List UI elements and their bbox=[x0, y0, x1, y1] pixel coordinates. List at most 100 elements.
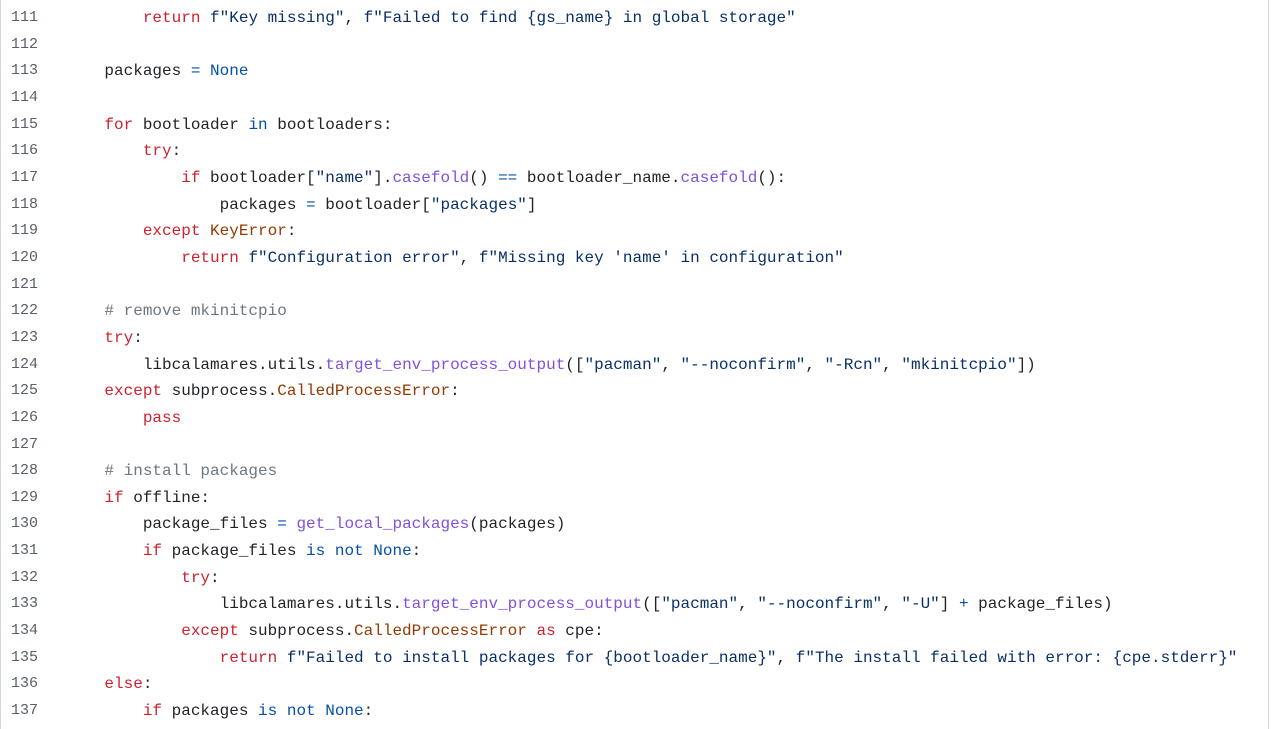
code-token: ([ bbox=[642, 595, 662, 614]
line-number[interactable]: 122 bbox=[11, 302, 39, 320]
code-token: ]. bbox=[373, 168, 393, 187]
code-token: if bbox=[142, 702, 163, 721]
code-token: "name" bbox=[315, 168, 374, 187]
code-line: 132 try: bbox=[1, 565, 1268, 592]
code-token: pass bbox=[142, 408, 182, 427]
line-number[interactable]: 132 bbox=[11, 568, 39, 586]
line-code: # install packages bbox=[66, 458, 1268, 485]
line-number[interactable]: 128 bbox=[11, 462, 39, 480]
code-token bbox=[66, 649, 220, 667]
line-number[interactable]: 125 bbox=[11, 382, 39, 400]
code-token: f"Missing key 'name' in configuration" bbox=[478, 248, 844, 267]
line-number[interactable]: 114 bbox=[11, 88, 39, 106]
code-token: : bbox=[171, 142, 182, 161]
code-token: package_files) bbox=[968, 595, 1113, 614]
line-number[interactable]: 111 bbox=[11, 9, 39, 26]
code-token: None bbox=[210, 62, 249, 81]
code-token bbox=[66, 675, 104, 693]
code-token bbox=[239, 249, 249, 267]
line-number[interactable]: 120 bbox=[11, 248, 39, 266]
line-number[interactable]: 135 bbox=[11, 648, 39, 666]
code-line: 114 bbox=[1, 85, 1268, 112]
code-token: if bbox=[104, 488, 124, 507]
line-number[interactable]: 127 bbox=[11, 435, 39, 453]
line-code: try: bbox=[66, 565, 1268, 592]
code-token bbox=[66, 569, 181, 587]
code-token bbox=[66, 542, 143, 560]
code-token bbox=[66, 329, 104, 347]
code-token: libcalamares.utils. bbox=[66, 595, 403, 614]
line-number[interactable]: 113 bbox=[11, 62, 39, 80]
code-line: 123 try: bbox=[1, 325, 1268, 352]
code-token: return bbox=[142, 9, 201, 27]
line-number[interactable]: 121 bbox=[11, 275, 39, 293]
line-number[interactable]: 117 bbox=[11, 168, 39, 186]
code-token: try bbox=[142, 142, 172, 161]
code-token: "-Rcn" bbox=[824, 355, 883, 374]
code-token: packages bbox=[162, 702, 259, 721]
code-line: 133 libcalamares.utils.target_env_proces… bbox=[1, 591, 1268, 618]
line-number[interactable]: 134 bbox=[11, 622, 39, 640]
line-number[interactable]: 115 bbox=[11, 115, 39, 133]
code-token: package_files bbox=[66, 515, 278, 534]
code-line: 118 packages = bootloader["packages"] bbox=[1, 192, 1268, 219]
code-token: "pacman" bbox=[584, 355, 662, 374]
line-number[interactable]: 116 bbox=[11, 142, 39, 160]
line-code: # remove mkinitcpio bbox=[66, 298, 1268, 325]
line-code: libcalamares.utils.target_env_process_ou… bbox=[66, 591, 1268, 618]
code-token: target_env_process_output bbox=[402, 595, 643, 614]
code-token: , bbox=[344, 9, 364, 27]
code-token: casefold bbox=[392, 168, 470, 187]
code-token: f"The install failed with error: {cpe.st… bbox=[795, 648, 1238, 667]
line-number[interactable]: 133 bbox=[11, 595, 39, 613]
line-number[interactable]: 129 bbox=[11, 488, 39, 506]
line-code: else: bbox=[66, 671, 1268, 698]
code-token: packages bbox=[66, 195, 307, 214]
code-line: 125 except subprocess.CalledProcessError… bbox=[1, 378, 1268, 405]
code-token: subprocess. bbox=[162, 382, 278, 401]
code-token: else bbox=[104, 675, 143, 694]
code-token: offline: bbox=[123, 488, 211, 507]
code-token: "pacman" bbox=[661, 595, 739, 614]
line-number[interactable]: 119 bbox=[11, 222, 39, 240]
line-number[interactable]: 137 bbox=[11, 702, 39, 720]
line-number[interactable]: 130 bbox=[11, 515, 39, 533]
code-line: 122 # remove mkinitcpio bbox=[1, 298, 1268, 325]
code-token: return bbox=[181, 248, 239, 267]
code-token bbox=[66, 249, 181, 267]
code-token: ] bbox=[939, 595, 959, 614]
line-number[interactable]: 136 bbox=[11, 675, 39, 693]
line-number[interactable]: 131 bbox=[11, 542, 39, 560]
code-token: : bbox=[286, 222, 297, 241]
line-code: packages = bootloader["packages"] bbox=[66, 192, 1268, 219]
code-token: f"Failed to find {gs_name} in global sto… bbox=[363, 9, 796, 27]
code-token bbox=[66, 9, 143, 27]
code-token: , bbox=[459, 248, 479, 267]
code-line: 127 bbox=[1, 432, 1268, 459]
line-code: libcalamares.utils.target_env_process_ou… bbox=[66, 352, 1268, 379]
code-line: 130 package_files = get_local_packages(p… bbox=[1, 511, 1268, 538]
line-code: try: bbox=[66, 138, 1268, 165]
code-token: + bbox=[958, 595, 969, 614]
code-token: if bbox=[181, 168, 201, 187]
code-token: ([ bbox=[565, 355, 585, 374]
code-token: (packages) bbox=[469, 515, 566, 534]
code-token bbox=[66, 462, 104, 480]
code-line: 135 return f"Failed to install packages … bbox=[1, 645, 1268, 672]
code-token: target_env_process_output bbox=[325, 355, 566, 374]
line-code: return f"Configuration error", f"Missing… bbox=[66, 245, 1268, 272]
code-token bbox=[200, 9, 210, 27]
line-code: if package_files is not None: bbox=[66, 538, 1268, 565]
code-token bbox=[66, 142, 143, 160]
code-token: : bbox=[363, 702, 374, 721]
code-token: f"Failed to install packages for {bootlo… bbox=[286, 648, 777, 667]
line-number[interactable]: 126 bbox=[11, 408, 39, 426]
line-number[interactable]: 118 bbox=[11, 195, 39, 213]
line-number[interactable]: 124 bbox=[11, 355, 39, 373]
line-number[interactable]: 123 bbox=[11, 328, 39, 346]
line-code: if offline: bbox=[66, 485, 1268, 512]
line-number[interactable]: 112 bbox=[11, 35, 39, 53]
code-token bbox=[66, 702, 143, 720]
code-token: f"Configuration error" bbox=[248, 248, 460, 267]
code-token: : bbox=[142, 675, 153, 694]
